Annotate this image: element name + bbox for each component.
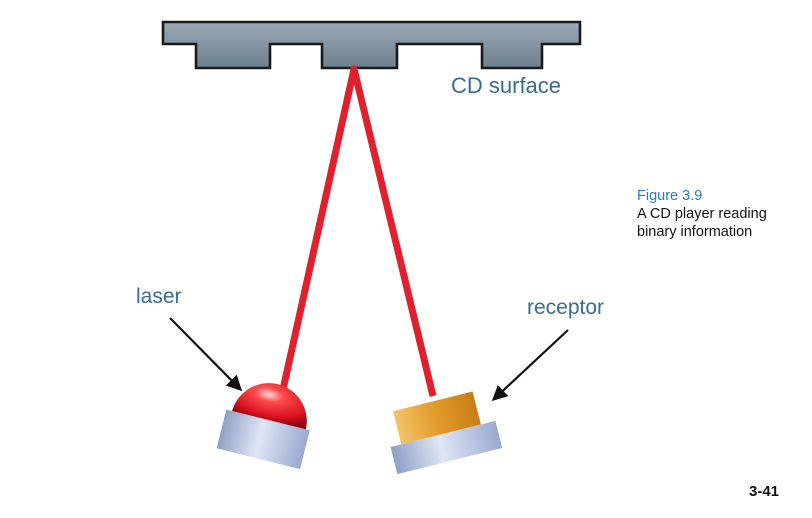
receptor-body [393,391,481,445]
figure-caption: Figure 3.9 A CD player reading binary in… [637,187,767,241]
cd-surface-label: CD surface [451,73,562,98]
laser-dome [231,383,307,431]
laser-beam [278,65,437,397]
caption-line-2: binary information [637,224,753,240]
laser-arrow [169,317,243,392]
receptor-base [390,420,503,475]
receptor-label: receptor [527,296,605,319]
laser-label: laser [136,285,182,308]
cd-surface [161,20,582,70]
caption-line-1: A CD player reading [637,206,767,222]
receptor-unit [390,391,503,475]
receptor-arrow [491,329,569,402]
figure-number: Figure 3.9 [637,188,703,204]
laser-unit [216,383,310,470]
laser-base [216,409,310,470]
page-number: 3-41 [749,483,780,500]
